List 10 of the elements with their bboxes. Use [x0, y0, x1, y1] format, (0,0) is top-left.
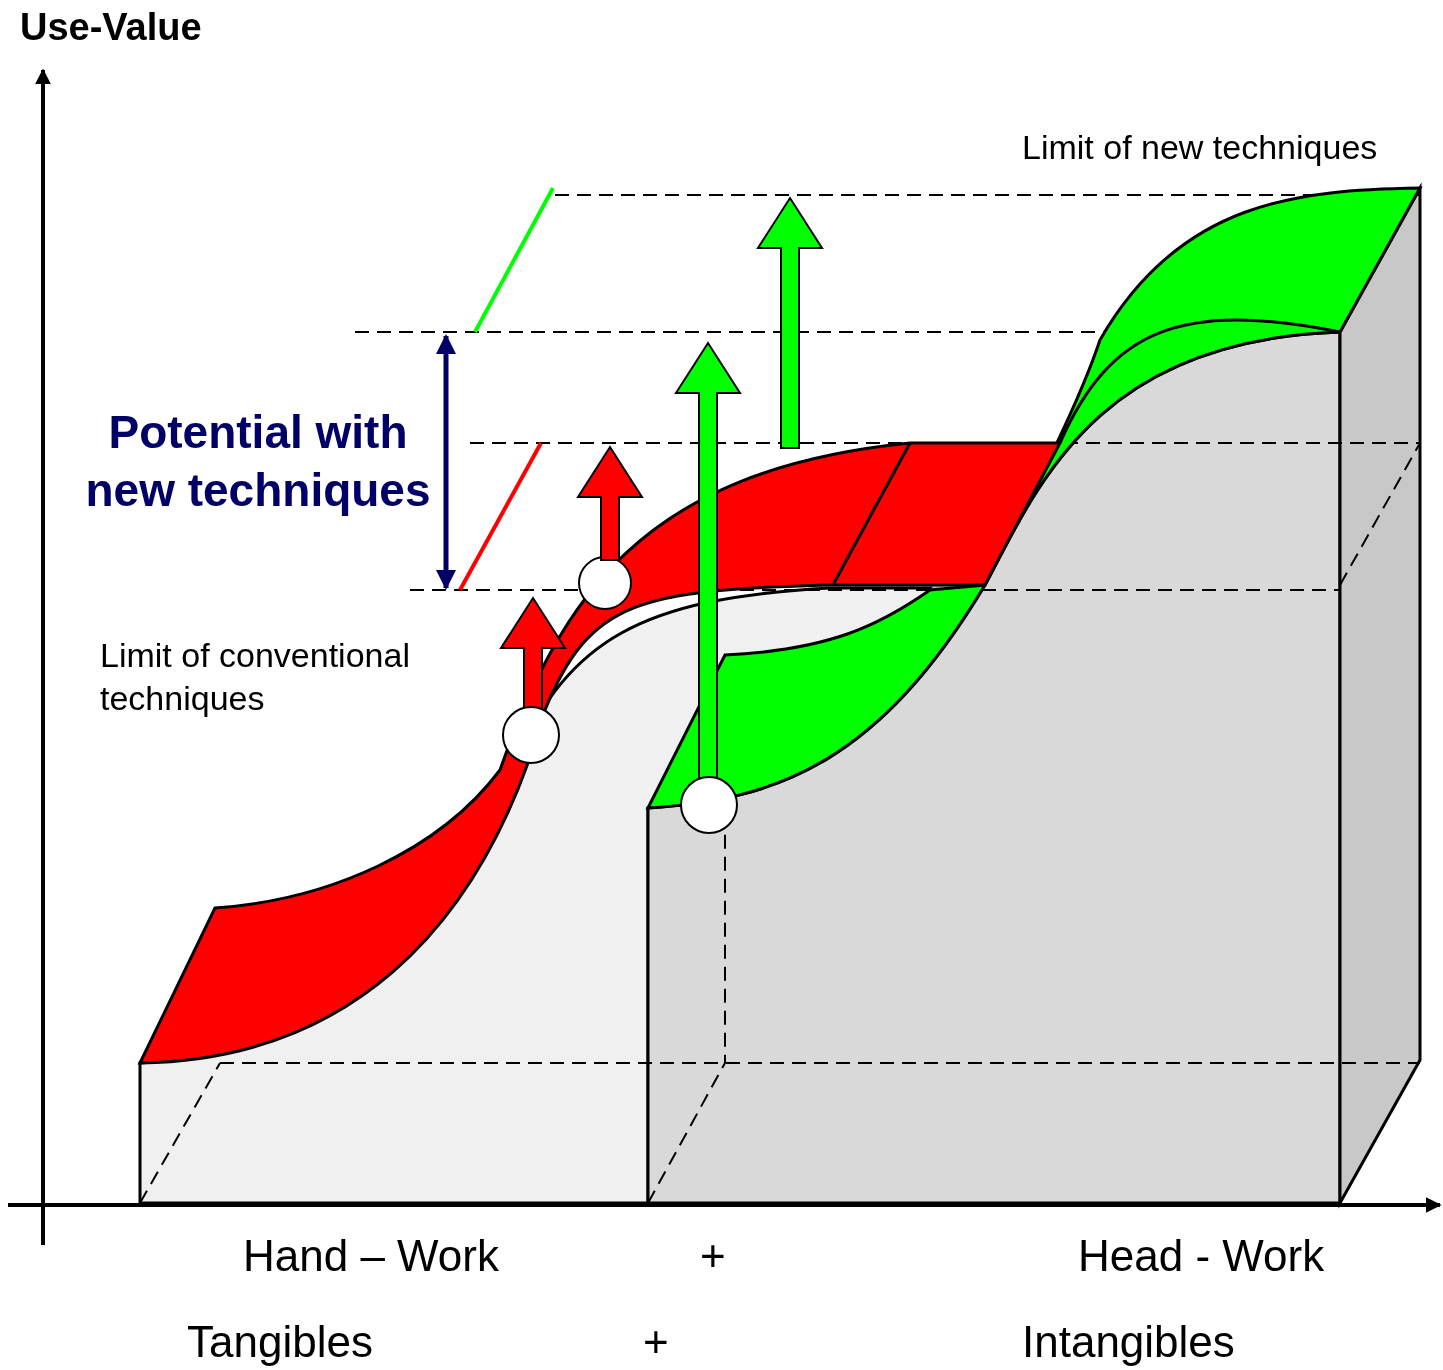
- axis-label: Intangibles: [1022, 1316, 1235, 1368]
- axis-label: +: [643, 1316, 669, 1368]
- axis-title: Use-Value: [20, 5, 202, 50]
- axis-label: Tangibles: [187, 1316, 373, 1368]
- axis-label: Head - Work: [1078, 1230, 1325, 1282]
- annotation: Limit of new techniques: [1022, 127, 1378, 168]
- annotation: Limit of conventional techniques: [100, 635, 411, 719]
- annotation: Potential with new techniques: [84, 405, 432, 518]
- axis-label: Hand – Work: [243, 1230, 499, 1282]
- axis-label: +: [700, 1230, 726, 1282]
